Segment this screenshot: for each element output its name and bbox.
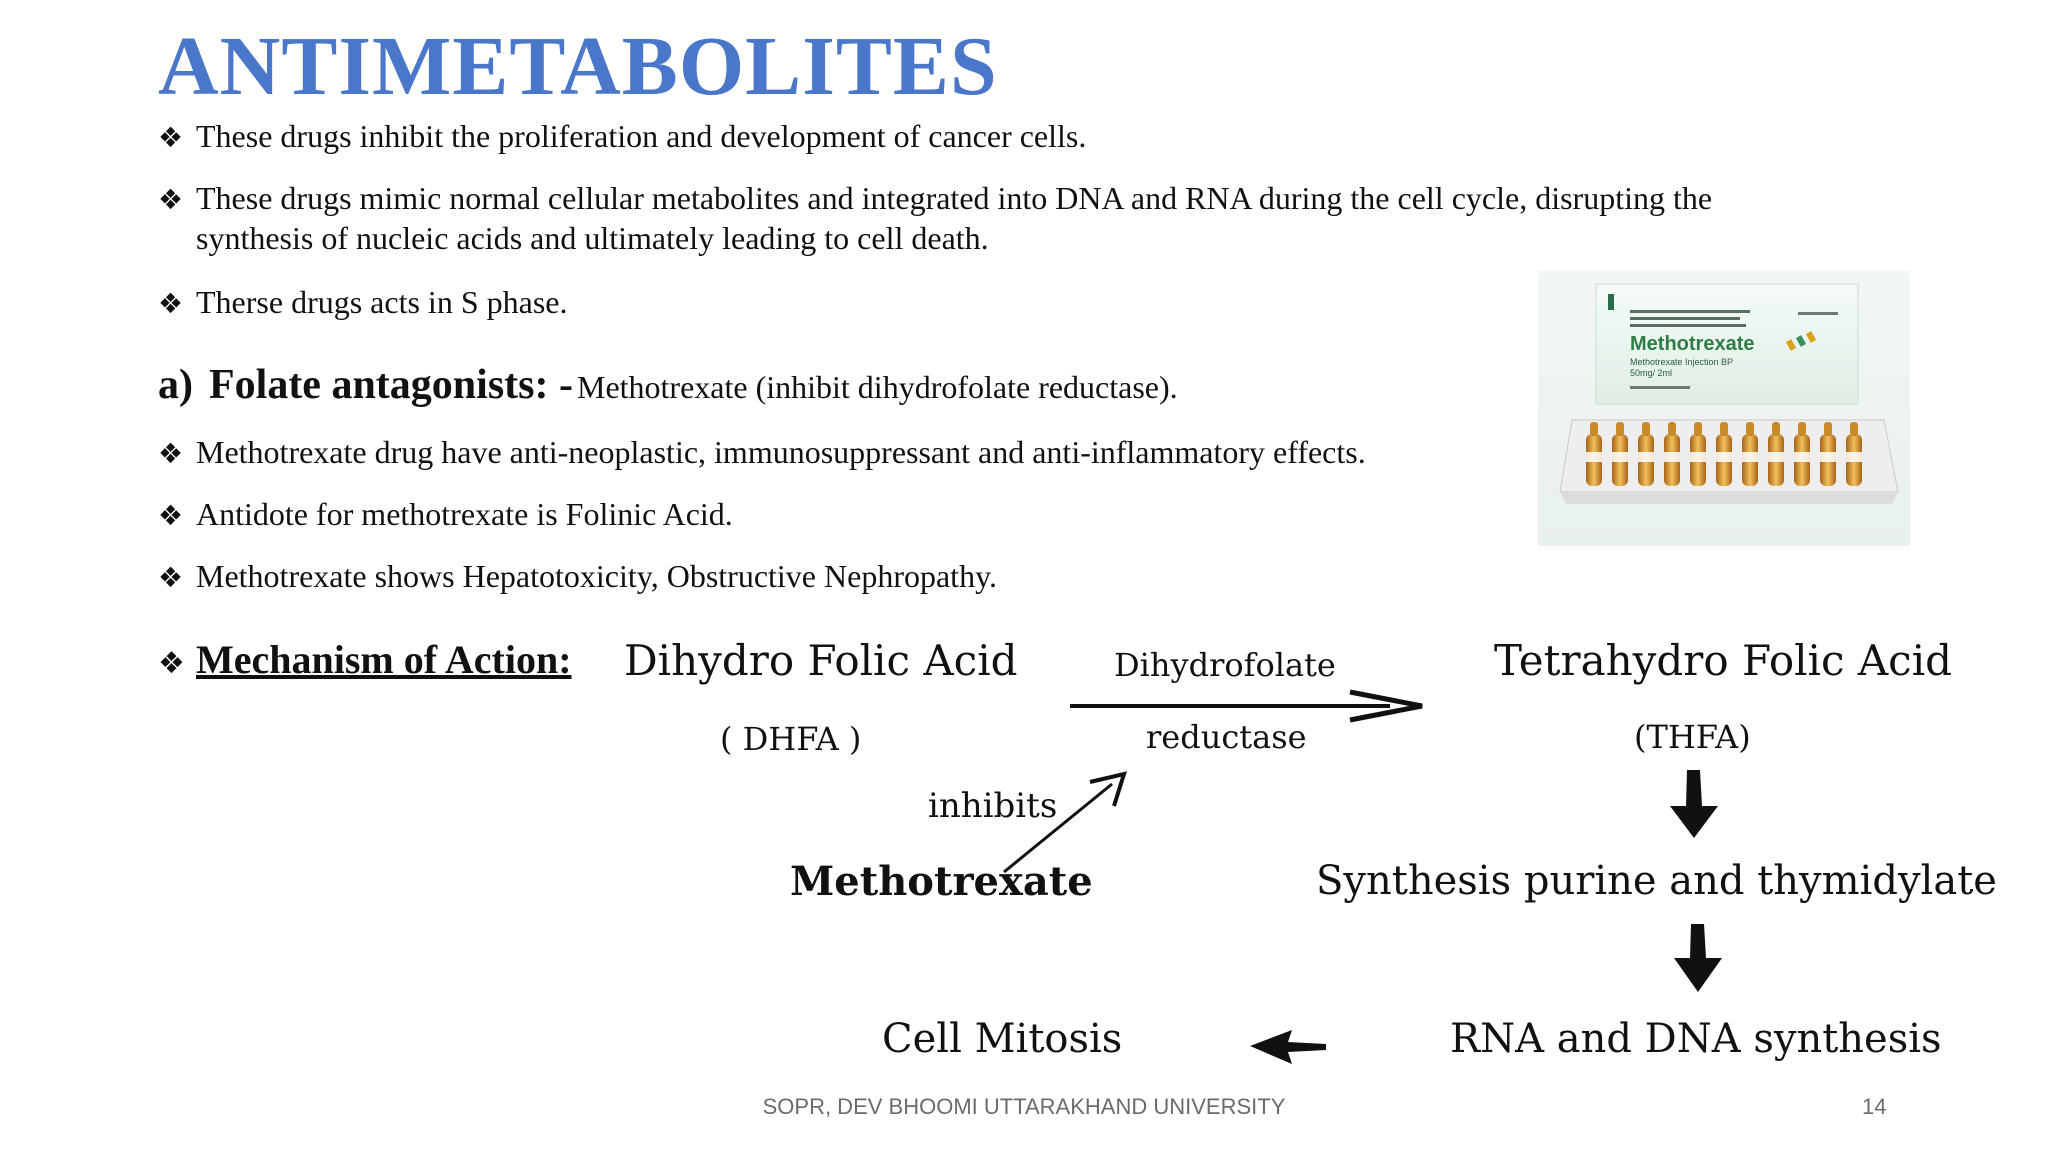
down-arrow-thfa-icon [1670,770,1718,838]
dhfa-abbr-label: ( DHFA ) [720,720,862,758]
section-heading: Folate antagonists: - [209,362,573,408]
mechanism-label: Mechanism of Action: [196,637,572,682]
synthesis-purine-label: Synthesis purine and thymidylate [1316,858,1997,904]
mechanism-heading: ❖ Mechanism of Action: [158,636,572,683]
bullet-inhibit-proliferation: ❖ These drugs inhibit the proliferation a… [158,116,1086,158]
slide-footer: SOPR, DEV BHOOMI UTTARAKHAND UNIVERSITY [762,1094,1286,1119]
inhibits-label: inhibits [928,786,1058,826]
bullet-s-phase: ❖ Therse drugs acts in S phase. [158,282,567,324]
cell-mitosis-label: Cell Mitosis [882,1016,1123,1062]
bullet-toxicity: ❖ Methotrexate shows Hepatotoxicity, Obst… [158,556,997,598]
bullet-mimic-metabolites: ❖ These drugs mimic normal cellular metab… [158,178,1713,256]
slide-title: ANTIMETABOLITES [158,20,998,113]
diamond-bullet-icon: ❖ [158,183,184,216]
bullet-antidote: ❖ Antidote for methotrexate is Folinic Ac… [158,494,733,536]
bullet-methotrexate-effects: ❖ Methotrexate drug have anti-neoplastic,… [158,432,1366,474]
ampoule-row [1586,422,1862,486]
product-box: Methotrexate Methotrexate Injection BP 5… [1595,283,1859,405]
section-description: Methotrexate (inhibit dihydrofolate redu… [576,369,1178,405]
thfa-abbr-label: (THFA) [1634,718,1751,756]
bullet-text-continuation: synthesis of nucleic acids and ultimatel… [196,220,989,256]
bullet-text: Antidote for methotrexate is Folinic Aci… [196,496,733,532]
bullet-text: These drugs inhibit the proliferation an… [196,118,1087,154]
ampoule-tray [1559,419,1899,504]
enzyme-arrow [1070,689,1423,723]
diamond-bullet-icon: ❖ [158,287,184,320]
page-number: 14 [1862,1094,1887,1119]
bullet-text: These drugs mimic normal cellular metabo… [196,180,1713,216]
enzyme-label-line1: Dihydrofolate [1114,646,1336,684]
bullet-text: Therse drugs acts in S phase. [196,284,568,320]
dhfa-label: Dihydro Folic Acid [624,636,1018,685]
down-arrow-synthesis-icon [1674,924,1722,992]
diamond-bullet-icon: ❖ [158,646,185,681]
methotrexate-product-image: Methotrexate Methotrexate Injection BP 5… [1538,270,1910,546]
diamond-bullet-icon: ❖ [158,561,184,594]
product-subtitle-label: Methotrexate Injection BP [1630,357,1733,367]
product-strength-label: 50mg/ 2ml [1630,368,1672,378]
enzyme-label-line2: reductase [1146,718,1307,756]
diamond-bullet-icon: ❖ [158,121,184,154]
bullet-text: Methotrexate drug have anti-neoplastic, … [196,434,1366,470]
bullet-text: Methotrexate shows Hepatotoxicity, Obstr… [196,558,997,594]
methotrexate-label: Methotrexate [790,858,1093,905]
rna-dna-synthesis-label: RNA and DNA synthesis [1450,1016,1942,1062]
left-arrow-mitosis-icon [1250,1030,1326,1064]
section-folate-antagonists: a) Folate antagonists: - Methotrexate (in… [158,360,1178,419]
product-brand-label: Methotrexate [1630,333,1754,355]
diamond-bullet-icon: ❖ [158,437,184,470]
diamond-bullet-icon: ❖ [158,499,184,532]
section-label: a) [158,362,193,408]
thfa-label: Tetrahydro Folic Acid [1494,636,1953,685]
